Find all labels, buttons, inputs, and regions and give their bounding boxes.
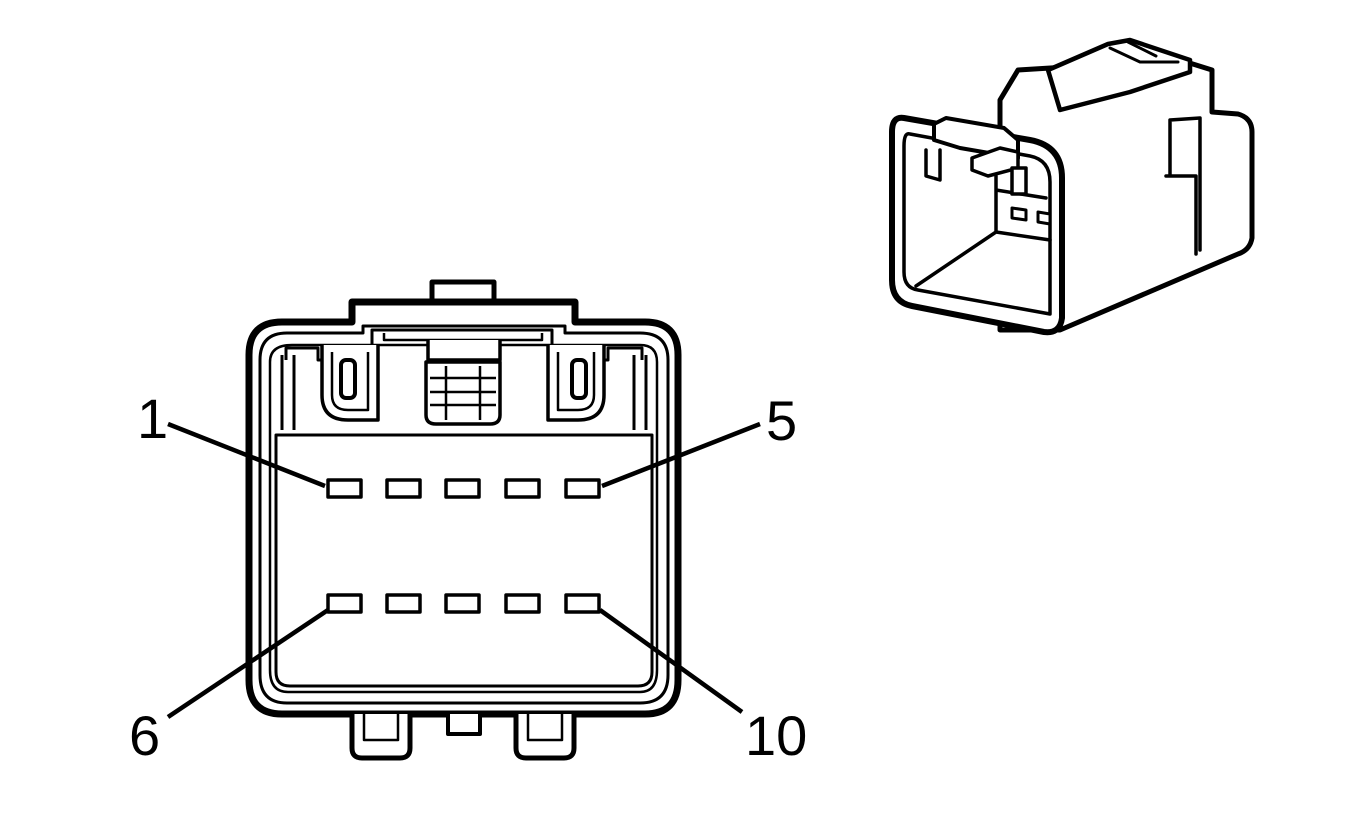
pin-4 — [504, 478, 541, 499]
label-pin-1: 1 — [137, 387, 168, 450]
housing-inner-outline — [258, 324, 670, 705]
pin-2 — [385, 478, 422, 499]
leader-lines — [166, 421, 761, 719]
bottom-left-foot-inner — [362, 714, 400, 742]
leader-pin-10 — [598, 608, 744, 714]
top-locking-tab — [429, 279, 497, 302]
pin-row-bottom — [326, 593, 601, 614]
iso-rear-step — [1164, 116, 1202, 256]
right-latch-finger — [546, 345, 606, 422]
leader-pin-1 — [167, 421, 326, 489]
left-side-rail — [280, 355, 296, 430]
center-lock-ribs — [430, 366, 496, 420]
pin-10 — [564, 593, 601, 614]
pin-8 — [444, 593, 481, 614]
pin-5 — [564, 478, 601, 499]
pin-cavity — [274, 433, 654, 688]
leader-pin-5 — [601, 421, 761, 489]
pin-7 — [385, 593, 422, 614]
label-pin-5: 5 — [766, 389, 797, 452]
connector-isometric-view — [889, 37, 1255, 336]
iso-latch-arm — [924, 148, 942, 182]
iso-top-ridge-detail — [1108, 40, 1180, 64]
center-lock — [426, 340, 502, 362]
iso-terminal-1 — [1010, 206, 1028, 222]
pin-9 — [504, 593, 541, 614]
left-latch-inner — [330, 352, 370, 412]
pin-row-top — [326, 478, 601, 499]
pin-6 — [326, 593, 363, 614]
iso-top-ridge — [1045, 37, 1193, 113]
iso-terminal-2 — [1036, 210, 1052, 226]
leader-pin-6 — [166, 608, 330, 719]
housing-rim — [268, 343, 659, 694]
iso-latch-window — [1010, 166, 1028, 196]
bottom-right-foot — [513, 714, 577, 761]
right-latch-window — [570, 358, 588, 400]
pin-1 — [326, 478, 363, 499]
bottom-left-foot — [349, 714, 413, 761]
connector-face-view — [245, 279, 682, 761]
bottom-right-foot-inner — [526, 714, 564, 742]
bottom-center-key — [446, 714, 482, 736]
top-inner-shoulder — [370, 328, 554, 345]
left-latch-finger — [320, 345, 380, 422]
right-side-rail — [632, 355, 648, 430]
label-pin-6: 6 — [129, 704, 160, 767]
right-latch-inner — [556, 352, 596, 412]
label-pin-10: 10 — [745, 704, 807, 767]
left-latch-window — [339, 358, 357, 400]
pin-3 — [444, 478, 481, 499]
